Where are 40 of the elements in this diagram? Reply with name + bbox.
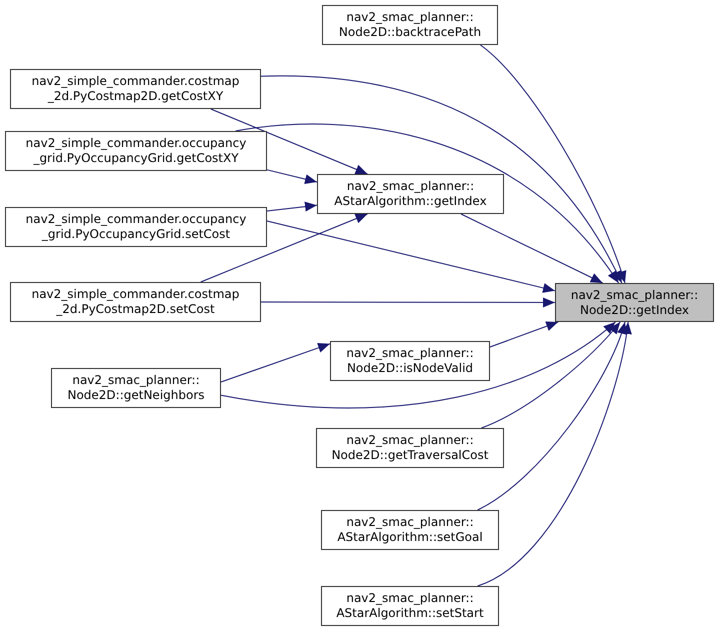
function-name: nav2_simple_commander.occupancy _grid.PyOccupancyGrid.getCostXY [24, 136, 248, 166]
arrow [477, 322, 632, 586]
function-box [321, 586, 499, 626]
arrow [490, 321, 559, 348]
function-name: nav2_simple_commander.costmap _2d.PyCostmap2D.getCostXY [30, 74, 240, 104]
function-box [321, 510, 499, 550]
function-name: nav2_smac_planner:: AStarAlgorithm::setGoal [336, 515, 484, 545]
function-box [316, 428, 504, 468]
function-name: nav2_smac_planner:: Node2D::getIndex [570, 288, 700, 318]
arrow [266, 169, 318, 184]
arrow [477, 322, 626, 510]
function-box [5, 207, 267, 247]
function-name: nav2_smac_planner:: AStarAlgorithm::setStart [335, 591, 485, 621]
function-name: nav2_smac_planner:: AStarAlgorithm::getIndex [333, 179, 488, 209]
function-name: nav2_simple_commander.costmap _2d.PyCostmap2D.setCost [30, 287, 240, 317]
arrow [480, 44, 626, 284]
arrow [266, 202, 318, 212]
function-box [330, 341, 490, 381]
arrow [220, 343, 330, 382]
function-name: nav2_smac_planner:: Node2D::isNodeValid [345, 346, 475, 376]
function-name: nav2_simple_commander.occupancy _grid.PyOccupancyGrid.setCost [24, 212, 248, 242]
function-name: nav2_smac_planner:: Node2D::getTraversalCost [330, 433, 490, 463]
function-name: nav2_smac_planner:: Node2D::getNeighbors [66, 373, 206, 403]
function-box [555, 283, 714, 322]
arrow [460, 214, 604, 284]
function-name: nav2_smac_planner:: Node2D::backtracePath [338, 10, 482, 40]
arrow [260, 76, 622, 284]
function-box [5, 131, 267, 171]
function-box [10, 282, 261, 322]
function-box [317, 174, 504, 214]
function-box [51, 368, 221, 408]
arrow [220, 322, 616, 408]
arrow [266, 220, 556, 293]
arrow [235, 124, 620, 284]
arrow [200, 214, 368, 282]
function-box [322, 5, 498, 45]
arrow [210, 108, 368, 174]
arrow [260, 297, 556, 308]
function-box [10, 69, 261, 109]
arrow [480, 322, 621, 428]
